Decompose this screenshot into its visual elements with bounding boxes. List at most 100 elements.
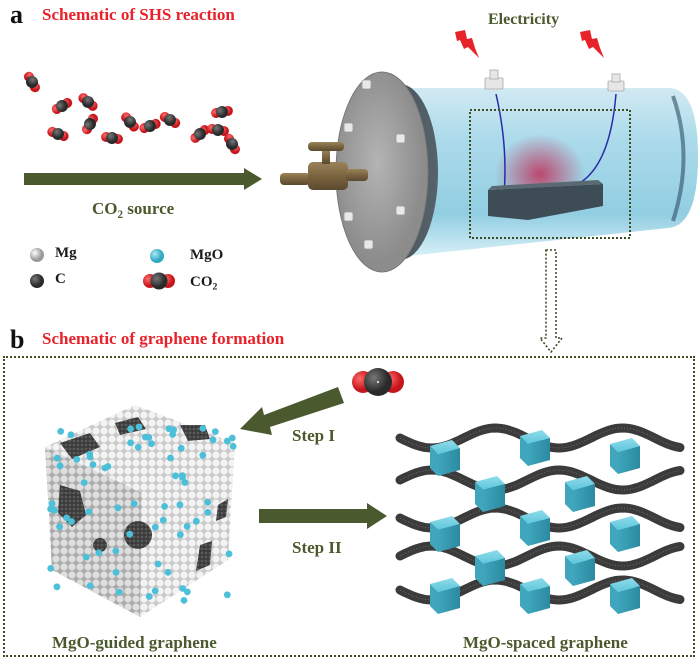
mgo-atom <box>223 591 231 599</box>
mgo-atom <box>86 582 94 590</box>
co2-molecule <box>101 131 123 145</box>
mgo-atom <box>229 443 237 450</box>
mgo-atom <box>53 454 61 462</box>
mgo-spaced-graphene-illustration <box>395 423 685 614</box>
mgo-cube <box>520 430 550 466</box>
co2-source-arrow <box>24 168 262 190</box>
co2-molecule <box>211 105 233 119</box>
co2-source-label: CO2 source <box>92 200 174 221</box>
mgo-cube <box>610 578 640 614</box>
step-one-label: Step I <box>292 426 335 445</box>
co2-molecule <box>51 98 73 114</box>
co2-arrow-head <box>244 168 262 190</box>
lightning-bolt-icon <box>580 30 604 58</box>
mgo-atom <box>164 568 172 576</box>
mgo-atom <box>151 587 159 595</box>
mgo-cube <box>475 476 505 512</box>
mgo-atom <box>179 472 186 479</box>
panel-b-letter: b <box>10 325 25 354</box>
mgo-spaced-caption: MgO-spaced graphene <box>463 633 628 652</box>
mgo-atom <box>56 523 63 531</box>
mgo-cube <box>430 440 460 476</box>
mgo-cube <box>430 578 460 614</box>
mgo-atom <box>57 428 65 435</box>
mgo-atom <box>48 500 56 507</box>
mgo-cube <box>475 550 505 586</box>
mgo-atom <box>151 523 159 531</box>
mgo-atom <box>211 428 219 435</box>
co2-molecule <box>121 112 139 132</box>
co2-arrow-shaft <box>24 173 246 185</box>
co2-label-text: CO <box>92 199 118 218</box>
highlight-box <box>469 109 631 239</box>
mgo-atom <box>141 433 149 441</box>
mgo-atom <box>209 436 217 444</box>
mgo-atom <box>180 597 188 604</box>
panel-b-border <box>3 356 695 657</box>
mgo-atom <box>183 523 191 530</box>
mgo-atom-icon <box>150 249 164 263</box>
mgo-atom <box>176 531 184 539</box>
co2-molecule <box>78 93 98 111</box>
mgo-atom <box>172 472 179 480</box>
electricity-label: Electricity <box>488 11 560 28</box>
mgo-atom <box>53 583 61 591</box>
legend-label-mg: Mg <box>55 245 77 261</box>
co2-molecule <box>159 112 181 128</box>
carbon-atom-icon <box>30 274 44 288</box>
mgo-cubes <box>430 430 640 614</box>
panel-a-title: Schematic of SHS reaction <box>42 5 235 24</box>
mgo-atom <box>204 508 212 516</box>
plate-bolts <box>343 79 406 250</box>
mgo-atom <box>223 437 231 445</box>
mgo-atom <box>177 444 185 452</box>
mgo-atom <box>167 454 174 462</box>
legend-co2-text: CO <box>190 274 213 290</box>
co2-molecule <box>207 123 229 137</box>
mgo-atom <box>51 507 58 514</box>
mgo-atom <box>85 508 93 515</box>
mgo-atom <box>56 462 64 470</box>
mgo-cube <box>520 578 550 614</box>
mgo-atom <box>112 569 120 576</box>
mgo-atom <box>127 425 134 433</box>
co2-label-subscript: 2 <box>117 208 124 221</box>
mgo-atom <box>80 479 88 486</box>
mgo-atom <box>86 453 94 461</box>
electrode-wire <box>495 93 506 195</box>
zoom-down-arrow <box>538 249 564 354</box>
mgo-atom <box>73 456 81 463</box>
mgo-atom <box>204 498 212 506</box>
panel-a-letter: a <box>10 0 23 29</box>
mgo-cube <box>565 476 595 512</box>
mgo-guided-caption: MgO-guided graphene <box>52 633 217 652</box>
mgo-atom <box>63 514 70 522</box>
legend-co2-subscript: 2 <box>212 281 218 293</box>
mgo-atom <box>179 585 187 592</box>
mgo-atom <box>126 530 134 538</box>
mgo-cube <box>520 510 550 546</box>
mgo-atom <box>145 593 153 600</box>
co2-molecule <box>139 118 161 134</box>
mgo-atom <box>228 434 236 442</box>
mgo-atom <box>130 500 138 508</box>
mgo-atom <box>82 553 90 561</box>
mgo-atom <box>89 461 97 468</box>
mgo-atoms <box>47 423 237 604</box>
step-two-arrow <box>259 503 387 529</box>
mgo-atom <box>199 451 207 459</box>
electrode-wire <box>577 93 617 185</box>
co2-molecule <box>224 133 240 155</box>
mgo-atom <box>170 426 178 434</box>
mgo-atom <box>176 501 184 509</box>
co2-molecule-icon <box>352 368 404 396</box>
mgo-atom <box>67 431 75 439</box>
mgo-atom <box>101 464 109 472</box>
mgo-atom <box>154 560 162 568</box>
mgo-atom <box>225 550 233 558</box>
step-one-arrow <box>240 387 344 435</box>
mgo-atom <box>148 440 155 448</box>
mgo-atom <box>68 518 75 525</box>
mgo-atom <box>135 423 143 431</box>
mgo-cube <box>565 550 595 586</box>
